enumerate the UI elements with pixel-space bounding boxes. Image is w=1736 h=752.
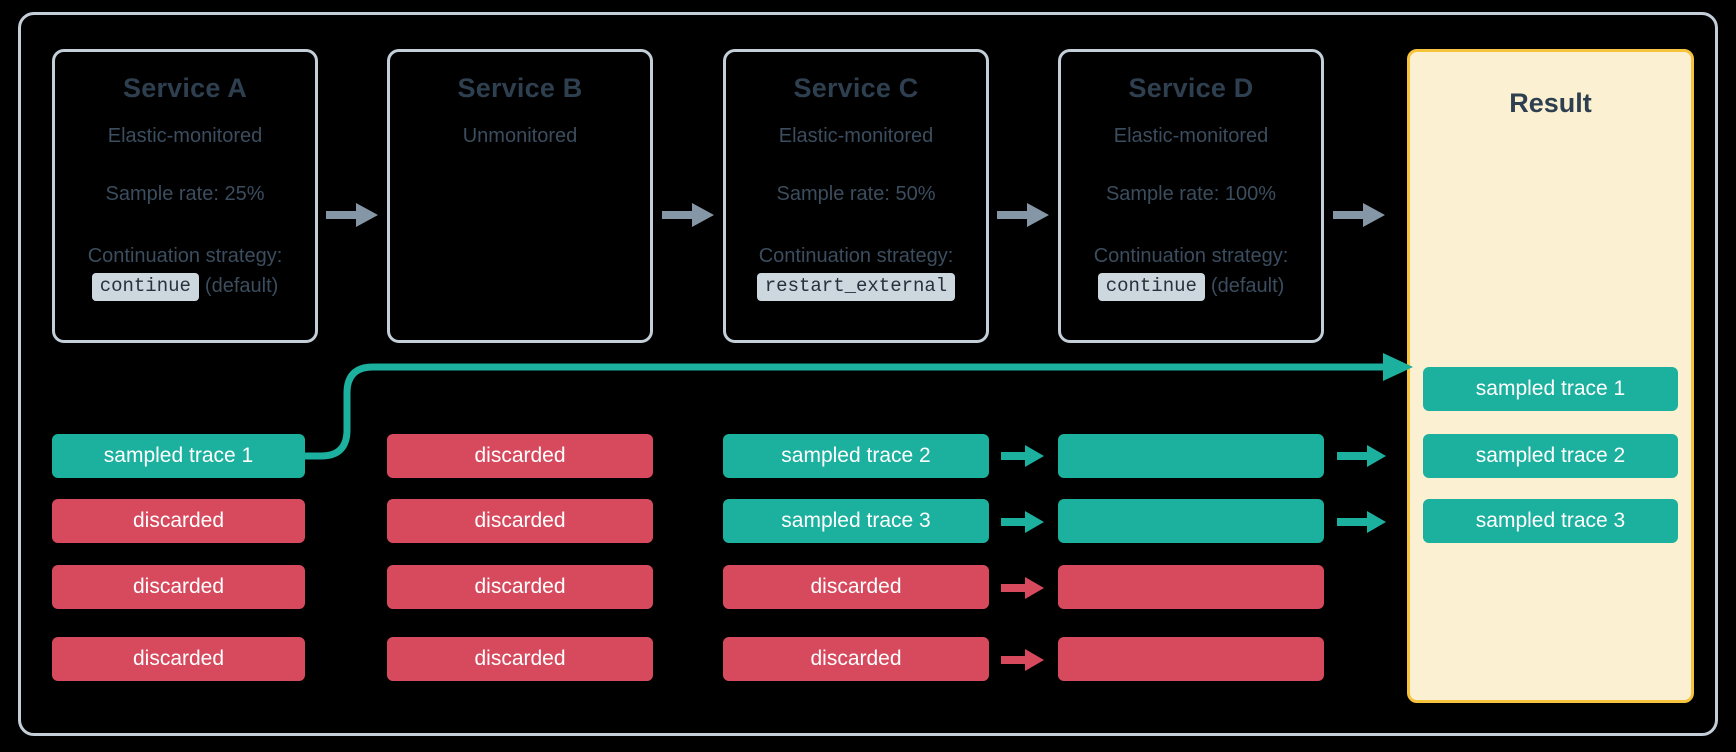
trace-bar [1058, 499, 1324, 543]
trace-bar-label: discarded [810, 647, 902, 670]
trace-bar: sampled trace 3 [723, 499, 989, 543]
strategy-code-badge: continue [91, 272, 199, 302]
trace-bar [1058, 637, 1324, 681]
trace-bar [1058, 565, 1324, 609]
result-bar-label: sampled trace 3 [1475, 509, 1626, 532]
trace-bar-label: discarded [474, 444, 566, 467]
trace-bar-label: discarded [810, 575, 902, 598]
strategy-label-text: Continuation strategy: [87, 244, 283, 267]
trace-bar-label: sampled trace 1 [103, 444, 254, 467]
service-sample-rate: Sample rate: 50% [776, 182, 936, 205]
service-strategy-label: Continuation strategy: restart_external [726, 244, 986, 302]
service-strategy-label: Continuation strategy: continue(default) [55, 244, 315, 302]
connector-c2-to-d2-icon [1001, 511, 1044, 533]
service-sample-rate: Sample rate: 25% [105, 182, 265, 205]
service-card-b: Service B Unmonitored [387, 49, 653, 343]
result-bar: sampled trace 2 [1423, 434, 1678, 478]
trace-bar: discarded [52, 499, 305, 543]
trace-bar: discarded [52, 565, 305, 609]
trace-bar-label: discarded [474, 509, 566, 532]
trace-bar: discarded [52, 637, 305, 681]
arrow-d-to-result-icon [1333, 203, 1385, 227]
connector-c1-to-d1-icon [1001, 445, 1044, 467]
trace-bar-label: discarded [132, 509, 225, 532]
strategy-label-text: Continuation strategy: [1093, 244, 1289, 267]
service-title: Service D [1128, 73, 1254, 103]
trace-bar-label: discarded [132, 647, 225, 670]
trace-bar-label: sampled trace 2 [781, 444, 931, 467]
strategy-code-badge: restart_external [756, 272, 956, 302]
result-bar: sampled trace 1 [1423, 367, 1678, 411]
trace-bar: discarded [387, 637, 653, 681]
strategy-value-line: continue(default) [1061, 272, 1321, 302]
service-sample-rate: Sample rate: 100% [1105, 182, 1277, 205]
trace-bar: discarded [387, 565, 653, 609]
arrow-c-to-d-icon [997, 203, 1049, 227]
result-bar-label: sampled trace 2 [1475, 444, 1626, 467]
service-title: Service B [457, 73, 583, 103]
trace-bar-label: discarded [474, 647, 566, 670]
strategy-code-badge: continue [1097, 272, 1205, 302]
service-card-a: Service A Elastic-monitored Sample rate:… [52, 49, 318, 343]
trace-bar: discarded [387, 499, 653, 543]
service-monitoring: Unmonitored [462, 124, 578, 147]
strategy-value-line: restart_external [726, 272, 986, 302]
arrow-b-to-c-icon [662, 203, 714, 227]
service-monitoring: Elastic-monitored [778, 124, 934, 147]
trace-bar-label: sampled trace 3 [781, 509, 931, 532]
trace-bar [1058, 434, 1324, 478]
strategy-default-note: (default) [204, 275, 279, 298]
arrow-a-to-b-icon [326, 203, 378, 227]
connector-d2-to-result3-icon [1337, 511, 1386, 533]
strategy-label-text: Continuation strategy: [758, 244, 954, 267]
trace-bar: discarded [387, 434, 653, 478]
trace-bar: discarded [723, 637, 989, 681]
result-bar: sampled trace 3 [1423, 499, 1678, 543]
service-title: Service A [123, 73, 247, 103]
service-monitoring: Elastic-monitored [1113, 124, 1269, 147]
result-bar-label: sampled trace 1 [1475, 377, 1626, 400]
service-card-c: Service C Elastic-monitored Sample rate:… [723, 49, 989, 343]
result-title: Result [1509, 88, 1592, 118]
connector-c3-to-d3-icon [1001, 577, 1044, 599]
service-strategy-label: Continuation strategy: continue(default) [1061, 244, 1321, 302]
trace-bar-label: discarded [132, 575, 225, 598]
service-title: Service C [793, 73, 919, 103]
connector-c4-to-d4-icon [1001, 649, 1044, 671]
trace-bar-label: discarded [474, 575, 566, 598]
trace-bar: sampled trace 2 [723, 434, 989, 478]
service-card-d: Service D Elastic-monitored Sample rate:… [1058, 49, 1324, 343]
trace-bar: sampled trace 1 [52, 434, 305, 478]
trace-bar: discarded [723, 565, 989, 609]
connector-d1-to-result2-icon [1337, 445, 1386, 467]
diagram-frame: Service A Elastic-monitored Sample rate:… [18, 12, 1718, 736]
strategy-value-line: continue(default) [55, 272, 315, 302]
strategy-default-note: (default) [1210, 275, 1285, 298]
service-monitoring: Elastic-monitored [107, 124, 263, 147]
